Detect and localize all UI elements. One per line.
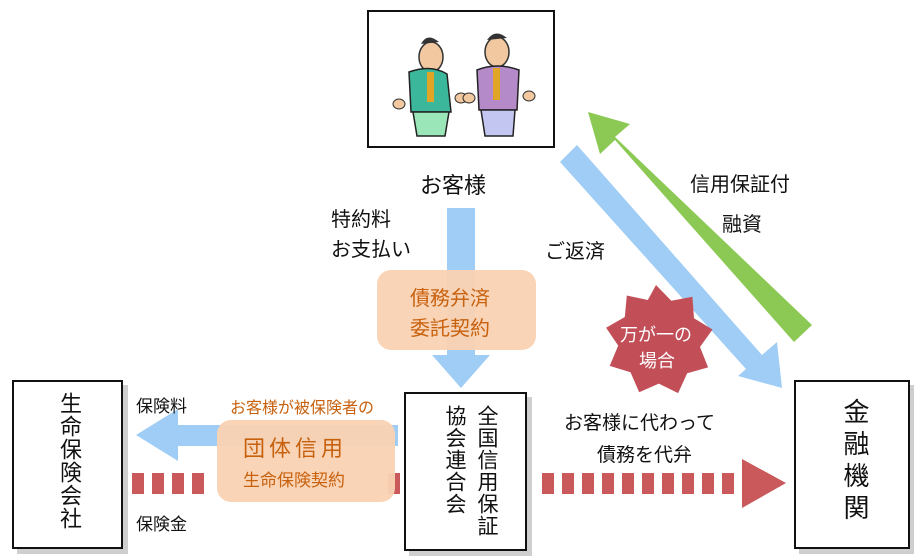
person-right-icon — [462, 33, 536, 137]
life-premium-label: 保険料 — [136, 397, 187, 417]
subrogation-label-2: 債務を代弁 — [597, 444, 693, 466]
emergency-badge-line-1: 万が一の — [620, 325, 692, 346]
two-people-illustration — [392, 33, 536, 137]
subrogation-label-1: お客様に代わって — [564, 412, 716, 434]
customer-picture-box — [367, 10, 555, 148]
person-left-icon — [392, 37, 468, 137]
emergency-badge-line-2: 場合 — [639, 351, 675, 372]
life-insurer-label: 生命保険会社 — [56, 392, 81, 530]
debt-repayment-contract-line-1: 債務弁済 — [410, 286, 490, 310]
benefit-dotted-arrow — [132, 459, 786, 508]
group-life-contract-line-2: 生命保険契約 — [243, 471, 345, 491]
financial-institution-box — [794, 380, 910, 549]
group-life-caption: お客様が被保険者の — [230, 398, 375, 417]
customer-label: お客様 — [420, 174, 487, 199]
association-box — [404, 392, 527, 551]
debt-repayment-contract-line-2: 委託契約 — [410, 316, 490, 340]
group-life-contract-line-1: 団体信用 — [243, 437, 348, 462]
premium-payment-label-2: お支払い — [331, 237, 411, 261]
guaranteed-loan-label-2: 融資 — [722, 212, 762, 236]
group-life-contract-box — [217, 420, 395, 502]
association-label-2: 協会連合会 — [443, 405, 467, 515]
premium-payment-label-1: 特約料 — [331, 207, 391, 231]
repayment-arrow — [560, 145, 782, 388]
debt-repayment-contract-box — [377, 270, 536, 350]
repayment-label: ご返済 — [545, 239, 605, 263]
life-benefit-label: 保険金 — [136, 515, 187, 535]
guaranteed-loan-arrow — [588, 112, 812, 342]
life-insurer-box — [12, 380, 123, 549]
emergency-badge-shape — [606, 285, 713, 394]
association-label-1: 全国信用保証 — [475, 405, 499, 537]
financial-institution-label: 金融機関 — [839, 398, 869, 526]
guaranteed-loan-label-1: 信用保証付 — [690, 172, 790, 196]
